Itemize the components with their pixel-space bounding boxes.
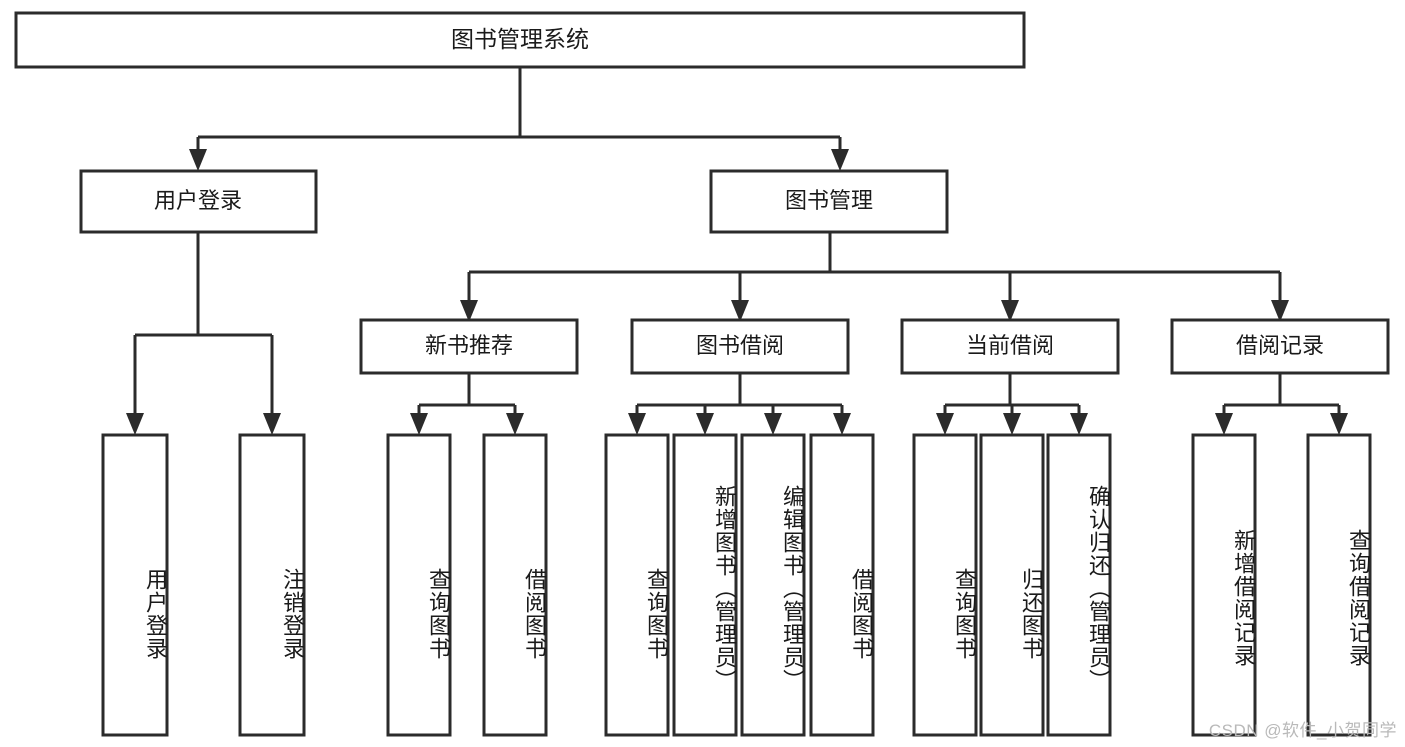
watermark-text: CSDN @软件_小贺同学 [1208,721,1397,740]
node-book-management-label: 图书管理 [785,188,873,213]
node-current-borrow-label: 当前借阅 [966,333,1054,358]
arrow-to-leaf-return-book [1003,413,1021,435]
connector-user-login-to-leaves [126,232,281,435]
node-leaf-return-book[interactable] [979,433,1045,737]
arrow-to-book-management [831,149,849,171]
node-leaf-logout-login[interactable] [238,433,306,737]
arrow-to-leaf-query-book-1 [410,413,428,435]
connector-root-to-level2 [189,67,849,171]
arrow-to-leaf-query-book-2 [628,413,646,435]
arrow-to-leaf-query-record [1330,413,1348,435]
node-current-borrow[interactable]: 当前借阅 [900,318,1120,375]
arrow-to-leaf-add-book [696,413,714,435]
node-book-management[interactable]: 图书管理 [709,169,949,234]
connector-new-book-recommend-to-leaves [410,373,524,435]
node-root-label: 图书管理系统 [451,26,589,52]
node-new-book-recommend-label: 新书推荐 [425,333,513,358]
node-leaf-query-record[interactable] [1306,433,1372,737]
node-root[interactable]: 图书管理系统 [14,11,1026,69]
arrow-to-user-login [189,149,207,171]
arrow-to-leaf-logout-login [263,413,281,435]
node-leaf-borrow-book-2[interactable] [809,433,875,737]
node-leaf-query-book-1[interactable] [386,433,452,737]
connector-book-borrow-to-leaves [628,373,851,435]
node-leaf-edit-book[interactable] [740,433,806,737]
node-leaf-borrow-book-1[interactable] [482,433,548,737]
node-leaf-user-login[interactable] [101,433,169,737]
connector-current-borrow-to-leaves [936,373,1088,435]
arrow-to-leaf-borrow-book-1 [506,413,524,435]
node-book-borrow-label: 图书借阅 [696,333,784,358]
leaf-boxes [101,433,1372,737]
node-user-login-label: 用户登录 [154,188,242,213]
node-borrow-record[interactable]: 借阅记录 [1170,318,1390,375]
arrow-to-leaf-borrow-book-2 [833,413,851,435]
node-leaf-confirm-return[interactable] [1046,433,1112,737]
node-book-borrow[interactable]: 图书借阅 [630,318,850,375]
arrow-to-leaf-add-record [1215,413,1233,435]
arrow-to-leaf-edit-book [764,413,782,435]
node-new-book-recommend[interactable]: 新书推荐 [359,318,579,375]
node-user-login[interactable]: 用户登录 [79,169,318,234]
node-leaf-add-book[interactable] [672,433,738,737]
node-leaf-add-record[interactable] [1191,433,1257,737]
arrow-to-leaf-confirm-return [1070,413,1088,435]
node-leaf-query-book-3[interactable] [912,433,978,737]
connector-borrow-record-to-leaves [1215,373,1348,435]
node-leaf-query-book-2[interactable] [604,433,670,737]
arrow-to-leaf-user-login [126,413,144,435]
node-borrow-record-label: 借阅记录 [1236,333,1324,358]
connector-book-management-to-level3 [460,232,1289,322]
arrow-to-leaf-query-book-3 [936,413,954,435]
